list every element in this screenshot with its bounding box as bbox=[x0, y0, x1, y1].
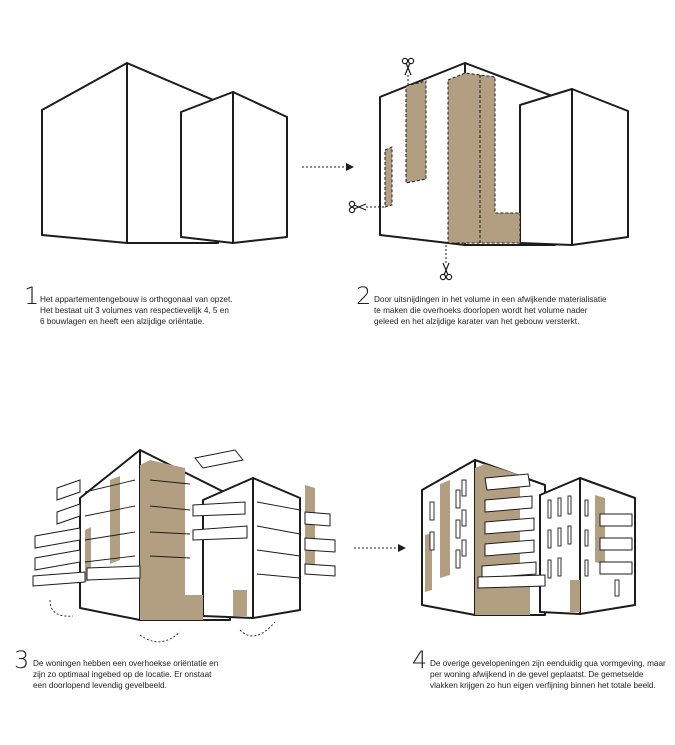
step-caption: De overige gevelopeningen zijn eenduidig… bbox=[430, 659, 666, 690]
orientation-arrows bbox=[49, 479, 301, 643]
material-cutouts bbox=[384, 72, 521, 244]
step-caption: De woningen hebben een overhoekse oriënt… bbox=[33, 659, 219, 690]
arrow-icon bbox=[354, 544, 406, 552]
building-volume-small bbox=[202, 477, 301, 619]
step-number: 1 bbox=[24, 282, 40, 310]
step-number: 2 bbox=[356, 282, 372, 310]
building-volume-small bbox=[519, 88, 629, 246]
diagram-step-3 bbox=[32, 449, 336, 643]
scissors-icon bbox=[348, 200, 386, 214]
building-volume-small bbox=[180, 91, 288, 244]
balcony-blocks bbox=[477, 473, 633, 589]
arrow-icon bbox=[302, 163, 354, 171]
diagram-step-2 bbox=[348, 57, 629, 281]
step-number: 3 bbox=[14, 646, 30, 674]
material-cutouts bbox=[85, 460, 315, 620]
scissors-icon bbox=[439, 245, 453, 281]
step-caption: Door uitsnijdingen in het volume in een … bbox=[374, 295, 607, 326]
dwelling-blocks bbox=[32, 449, 336, 587]
step-number: 4 bbox=[412, 646, 428, 674]
diagram-step-1 bbox=[41, 62, 288, 244]
facade-windows bbox=[429, 479, 620, 597]
diagram-step-4 bbox=[421, 459, 636, 616]
step-caption: Het appartementengebouw is orthogonaal v… bbox=[40, 295, 233, 326]
scissors-icon bbox=[401, 57, 415, 87]
